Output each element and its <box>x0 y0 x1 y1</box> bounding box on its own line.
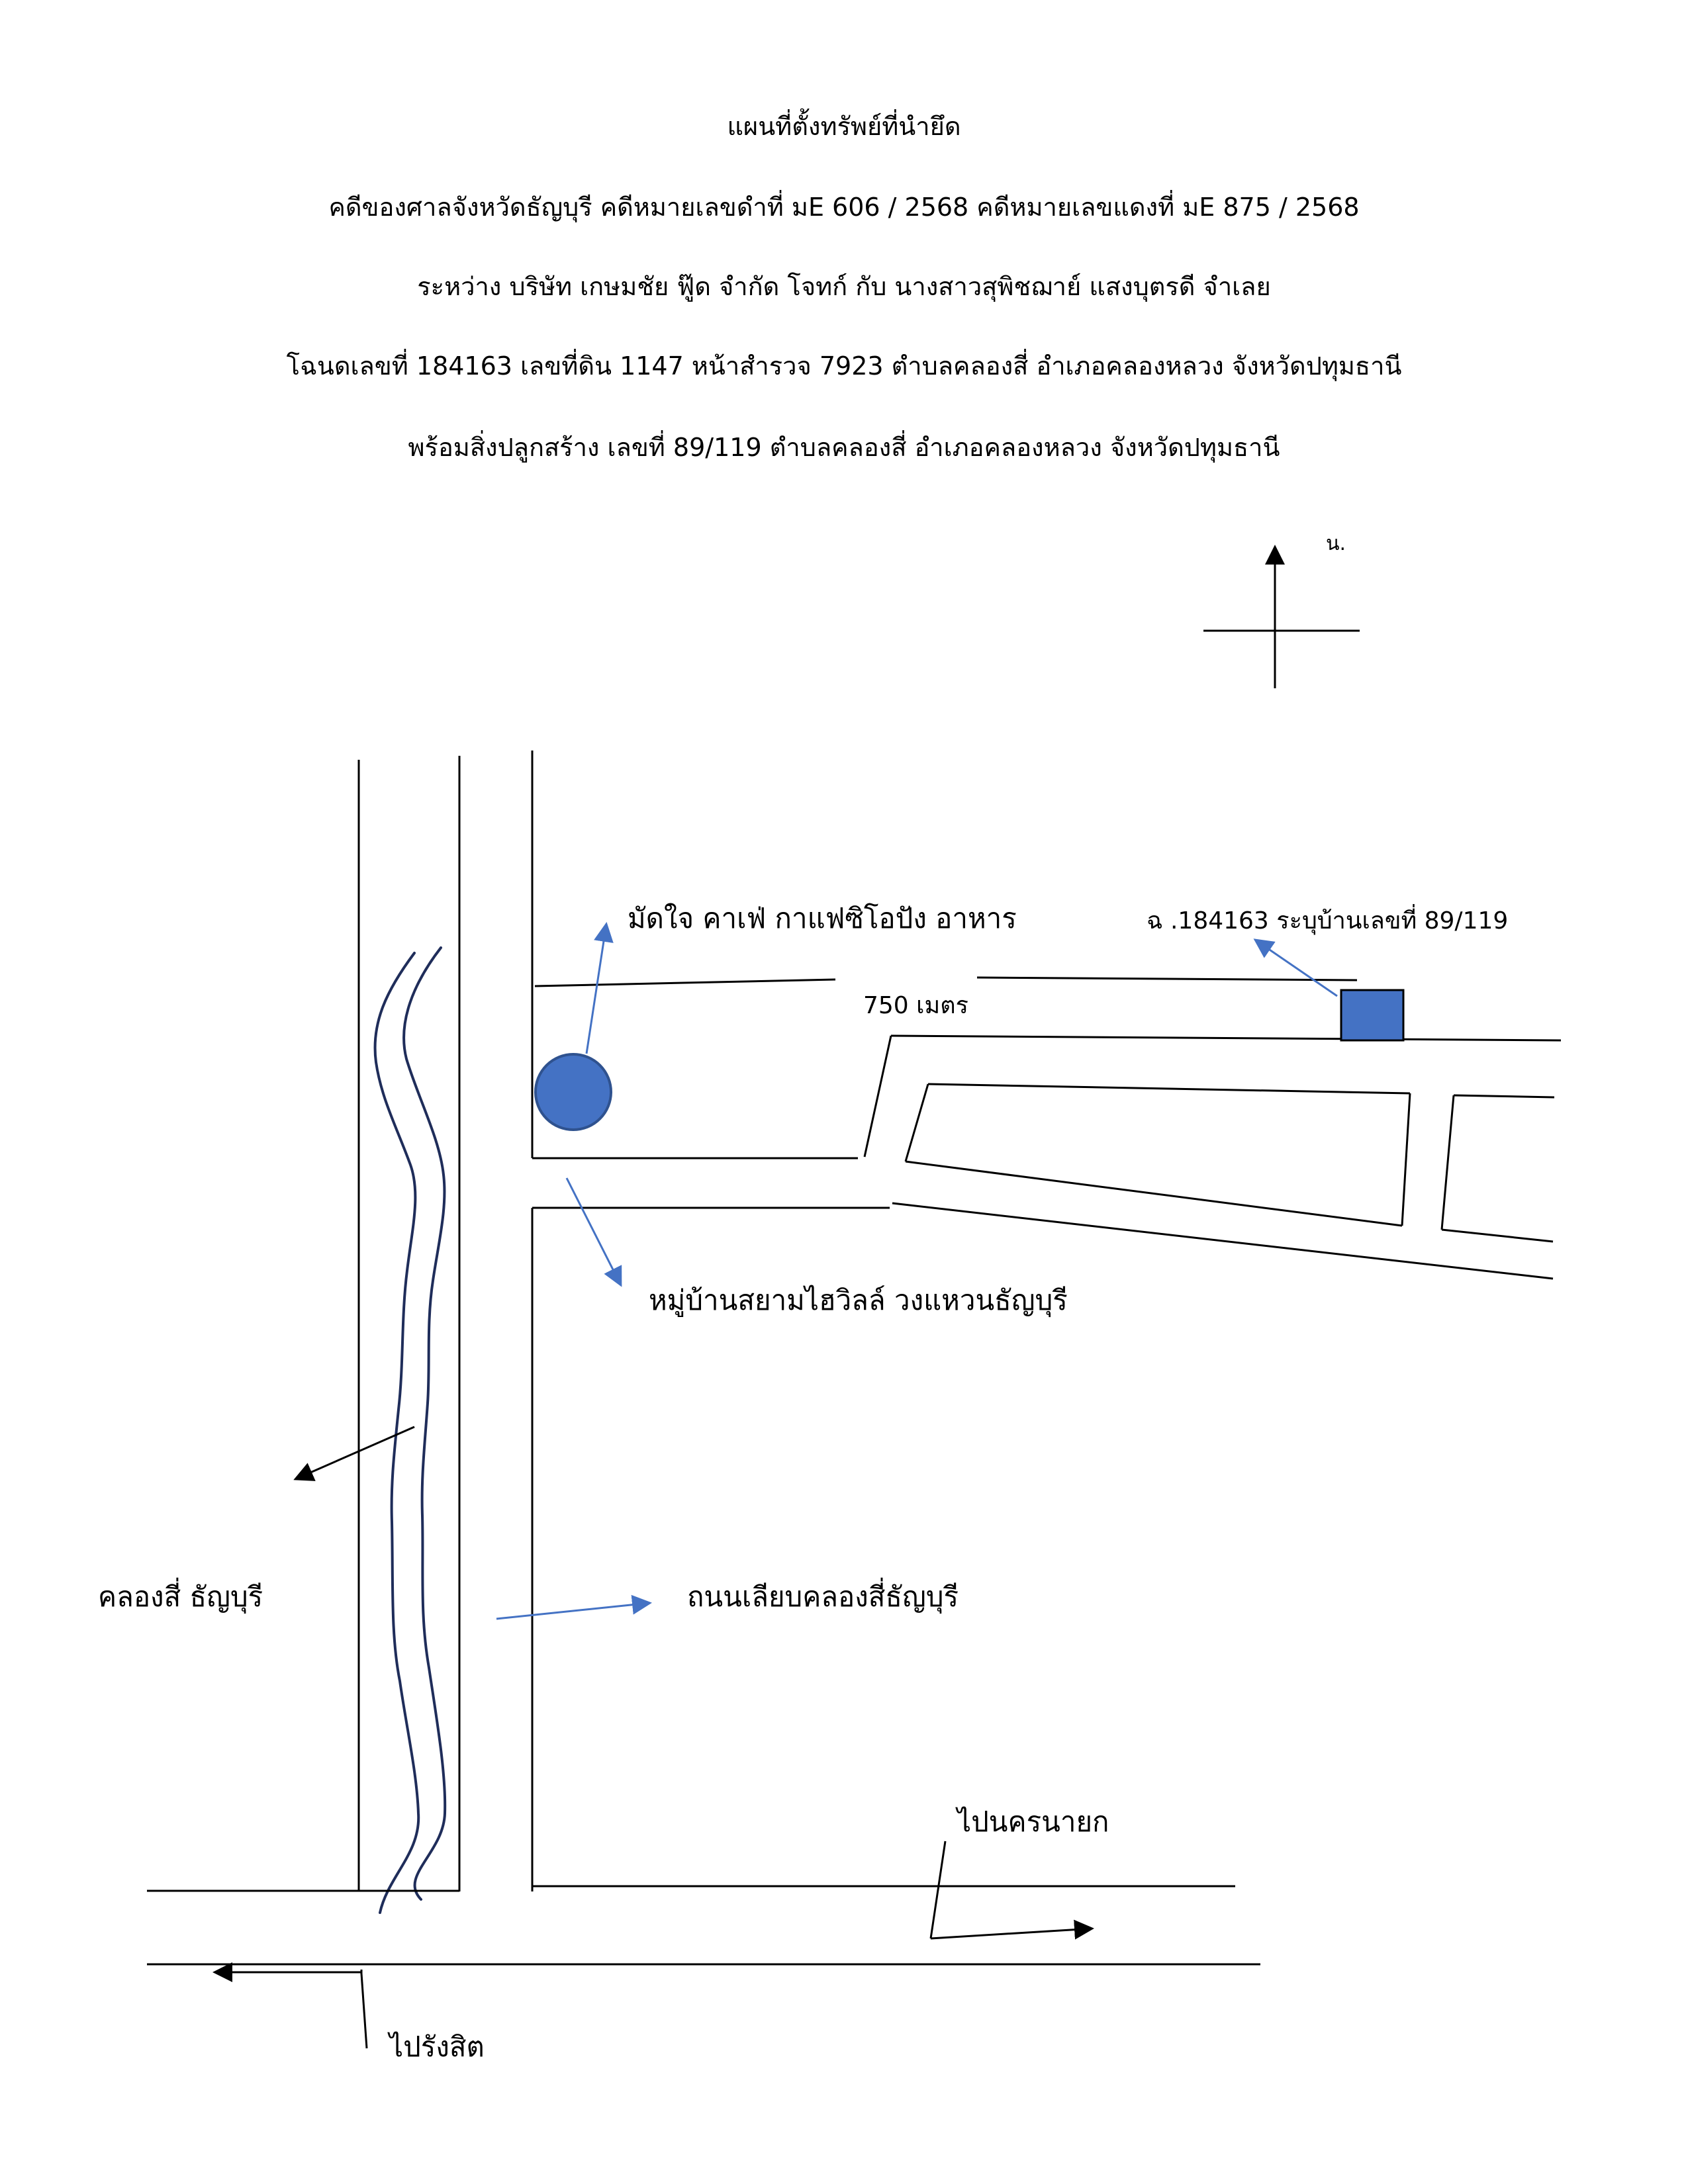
village-label: หมู่บ้านสยามไฮวิลล์ วงแหวนธัญบุรี <box>649 1284 1068 1316</box>
canal-label: คลองสี่ ธัญบุรี <box>98 1580 263 1613</box>
pointer-arrows <box>496 922 1338 1620</box>
direction-arrows <box>212 1426 1094 2049</box>
village-street-lines <box>863 976 1562 1280</box>
canal-banks <box>357 756 461 1891</box>
north-label: น. <box>1326 532 1346 555</box>
property-label: ฉ .184163 ระบุบ้านเลขที่ 89/119 <box>1147 907 1509 934</box>
canal-water-icon <box>373 946 447 1914</box>
case-line: คดีของศาลจังหวัดธัญบุรี คดีหมายเลขดำที่ … <box>328 193 1360 222</box>
canal-road-label: ถนนเลียบคลองสี่ธัญบุรี <box>687 1580 959 1613</box>
main-road-lines <box>147 1885 1260 1966</box>
distance-label: 750 เมตร <box>863 992 968 1019</box>
property-marker-icon <box>1340 989 1405 1042</box>
north-arrow-icon <box>1203 545 1360 688</box>
to-nakhon-nayok-label: ไปนครนายก <box>957 1805 1109 1838</box>
map-title: แผนที่ตั้งทรัพย์ที่นำยึด <box>727 112 961 141</box>
deed-line: โฉนดเลขที่ 184163 เลขที่ดิน 1147 หน้าสำร… <box>286 351 1402 381</box>
parties-line: ระหว่าง บริษัท เกษมชัย ฟู๊ด จำกัด โจทก์ … <box>417 272 1271 301</box>
cafe-marker-icon <box>534 1053 612 1131</box>
canal-road-lines <box>531 751 890 1891</box>
cafe-label: มัดใจ คาเฟ่ กาแฟซิโอปัง อาหาร <box>628 902 1017 934</box>
to-rangsit-label: ไปรังสิต <box>389 2030 485 2063</box>
building-line: พร้อมสิ่งปลูกสร้าง เลขที่ 89/119 ตำบลคลอ… <box>408 433 1280 462</box>
cafe-block-edge <box>534 978 836 987</box>
